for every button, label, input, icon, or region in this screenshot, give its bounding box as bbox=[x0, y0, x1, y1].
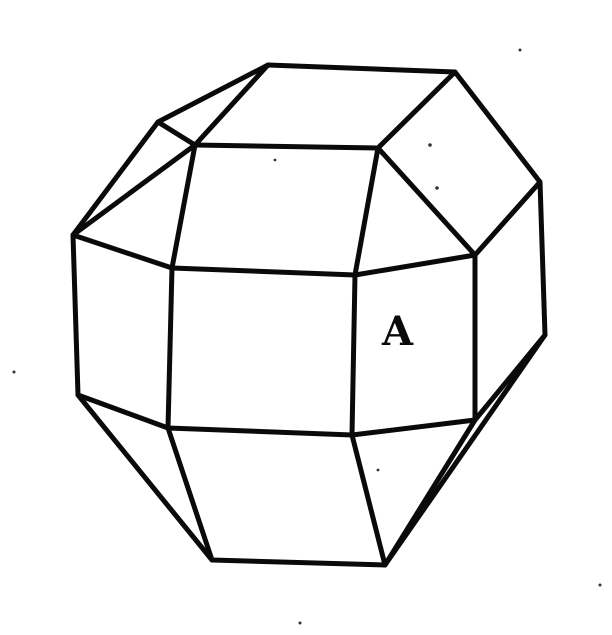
face-label-a: A bbox=[381, 308, 414, 355]
front-vertical-edge bbox=[165, 142, 388, 568]
lower-belt-edge bbox=[75, 392, 478, 438]
lower-right-edge bbox=[382, 332, 548, 568]
upper-left-edge bbox=[70, 119, 198, 238]
upper-belt-edge bbox=[70, 232, 478, 278]
upper-right-face-edge bbox=[375, 145, 543, 258]
polyhedron-edges bbox=[70, 62, 548, 568]
scan-specks bbox=[12, 48, 602, 625]
top-face-edge bbox=[192, 62, 458, 151]
